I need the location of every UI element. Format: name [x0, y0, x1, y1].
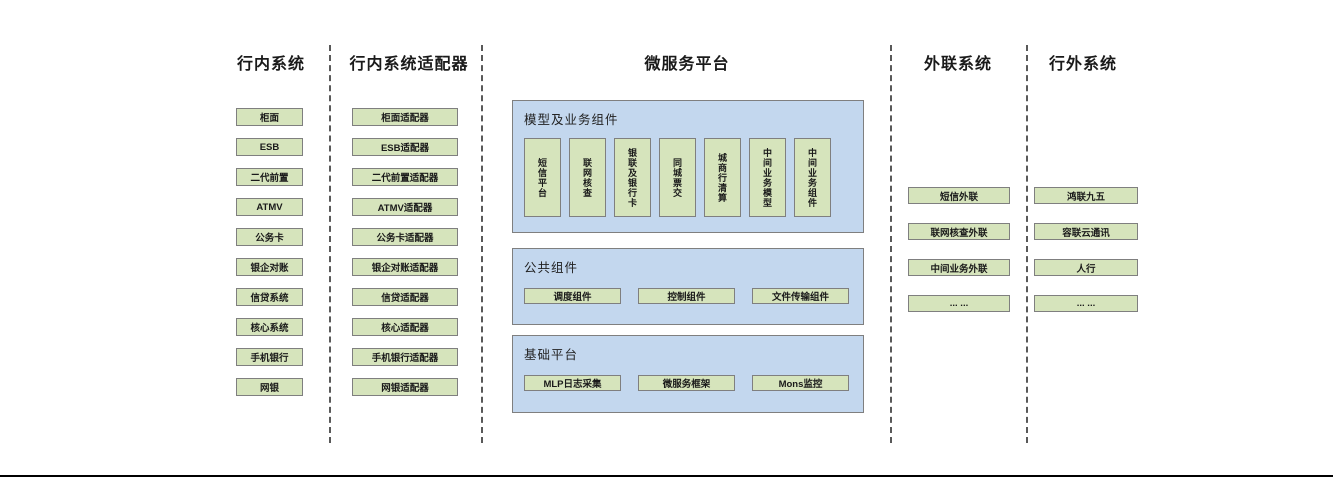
- column-title-internal-systems: 行内系统: [236, 56, 305, 73]
- internal-system-box: 网银: [236, 378, 303, 396]
- panel-model-business-components: 模型及业务组件 短信平台联网核查银联及银行卡同城票交城商行清算中间业务模型中间业…: [512, 100, 864, 233]
- external-system-box: ... ...: [1034, 295, 1138, 312]
- external-system-box: 人行: [1034, 259, 1138, 276]
- panel-base-platform: 基础平台 MLP日志采集 微服务框架 Mons监控: [512, 335, 864, 413]
- internal-systems-list: 柜面 ESB 二代前置 ATMV 公务卡银企对账信贷系统核心系统手机银行网银: [236, 108, 303, 396]
- adapter-box: 网银适配器: [352, 378, 458, 396]
- adapter-box: 银企对账适配器: [352, 258, 458, 276]
- business-component-box: 城商行清算: [704, 138, 741, 217]
- business-component-box: 联网核查: [569, 138, 606, 217]
- divider-internal-adapters: [329, 45, 331, 443]
- adapter-box: ATMV适配器: [352, 198, 458, 216]
- external-system-box: 鸿联九五: [1034, 187, 1138, 204]
- column-title-internal-adapters: 行内系统适配器: [349, 56, 469, 73]
- internal-system-box: ESB: [236, 138, 303, 156]
- common-components-list: 调度组件 控制组件 文件传输组件: [524, 288, 849, 304]
- outreach-system-box: 短信外联: [908, 187, 1010, 204]
- divider-platform-outreach: [890, 45, 892, 443]
- common-component-box: 文件传输组件: [752, 288, 849, 304]
- adapter-box: 手机银行适配器: [352, 348, 458, 366]
- adapter-box: 信贷适配器: [352, 288, 458, 306]
- business-component-box: 短信平台: [524, 138, 561, 217]
- adapter-box: ESB适配器: [352, 138, 458, 156]
- business-component-box: 同城票交: [659, 138, 696, 217]
- internal-system-box: 核心系统: [236, 318, 303, 336]
- business-component-box: 银联及银行卡: [614, 138, 651, 217]
- base-platform-list: MLP日志采集 微服务框架 Mons监控: [524, 375, 849, 391]
- model-business-components-list: 短信平台联网核查银联及银行卡同城票交城商行清算中间业务模型中间业务组件: [524, 138, 831, 217]
- panel-common-components: 公共组件 调度组件 控制组件 文件传输组件: [512, 248, 864, 325]
- adapter-box: 公务卡适配器: [352, 228, 458, 246]
- base-platform-box: MLP日志采集: [524, 375, 621, 391]
- internal-system-box: 柜面: [236, 108, 303, 126]
- adapter-box: 柜面适配器: [352, 108, 458, 126]
- base-platform-box: Mons监控: [752, 375, 849, 391]
- internal-system-box: 公务卡: [236, 228, 303, 246]
- internal-system-box: 二代前置: [236, 168, 303, 186]
- outreach-system-box: 联网核查外联: [908, 223, 1010, 240]
- divider-outreach-external: [1026, 45, 1028, 443]
- panel-title: 模型及业务组件: [524, 113, 619, 127]
- adapter-box: 核心适配器: [352, 318, 458, 336]
- business-component-box: 中间业务组件: [794, 138, 831, 217]
- panel-title: 基础平台: [524, 348, 579, 362]
- adapter-box: 二代前置适配器: [352, 168, 458, 186]
- external-systems-list: 鸿联九五容联云通讯人行 ... ...: [1034, 187, 1138, 312]
- outreach-systems-list: 短信外联联网核查外联中间业务外联 ... ...: [908, 187, 1010, 312]
- business-component-box: 中间业务模型: [749, 138, 786, 217]
- internal-system-box: 手机银行: [236, 348, 303, 366]
- external-system-box: 容联云通讯: [1034, 223, 1138, 240]
- internal-system-box: 银企对账: [236, 258, 303, 276]
- common-component-box: 调度组件: [524, 288, 621, 304]
- column-title-outreach-systems: 外联系统: [923, 56, 992, 73]
- divider-adapters-platform: [481, 45, 483, 443]
- column-title-microservice-platform: 微服务平台: [644, 56, 730, 73]
- internal-system-box: 信贷系统: [236, 288, 303, 306]
- outreach-system-box: ... ...: [908, 295, 1010, 312]
- internal-adapters-list: 柜面适配器 ESB适配器二代前置适配器 ATMV适配器公务卡适配器银企对账适配器信贷…: [352, 108, 458, 396]
- internal-system-box: ATMV: [236, 198, 303, 216]
- common-component-box: 控制组件: [638, 288, 735, 304]
- column-title-external-systems: 行外系统: [1048, 56, 1117, 73]
- panel-title: 公共组件: [524, 261, 579, 275]
- base-platform-box: 微服务框架: [638, 375, 735, 391]
- outreach-system-box: 中间业务外联: [908, 259, 1010, 276]
- bottom-rule: [0, 475, 1333, 477]
